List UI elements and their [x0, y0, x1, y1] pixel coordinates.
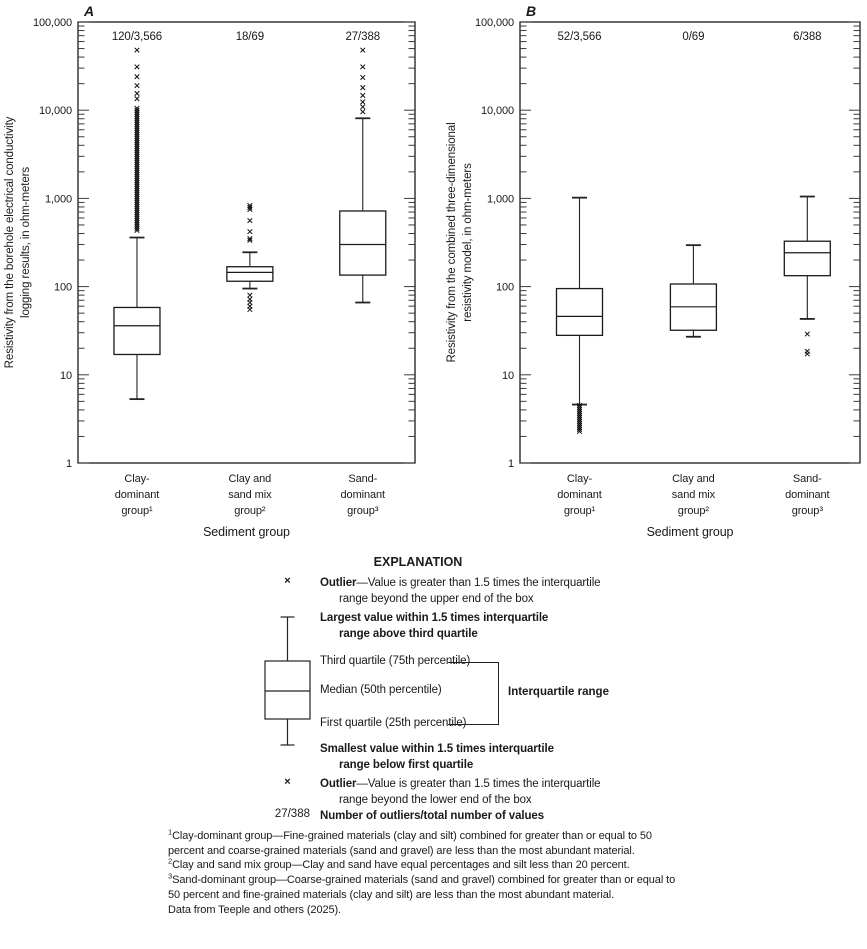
iqr-box [783, 240, 831, 277]
y-tick-label: 100 [54, 282, 72, 294]
group-label: dominant [341, 489, 385, 501]
boxplot-group: 52/3,566 [555, 31, 604, 435]
y-tick-label: 1,000 [45, 193, 72, 205]
footnote-clay-sand-mix: 2Clay and sand mix group—Clay and sand h… [168, 856, 630, 872]
outlier-lower-entry: Outlier—Value is greater than 1.5 times … [320, 778, 601, 806]
group-label: group³ [347, 505, 379, 517]
group-label: Clay and [229, 473, 272, 485]
x-axis-title: Sediment group [647, 525, 734, 539]
y-tick-label: 1 [508, 458, 514, 470]
group-label: group¹ [564, 505, 596, 517]
x-axis-title: Sediment group [203, 525, 290, 539]
outlier-count-label: 6/388 [793, 31, 821, 43]
footnotes-section: 1Clay-dominant group—Fine-grained materi… [168, 827, 683, 917]
panel-letter: A [83, 3, 94, 19]
group-label: Sand- [348, 473, 377, 485]
group-label: Sand- [793, 473, 822, 485]
group-label: group³ [792, 505, 824, 517]
iqr-box [339, 210, 387, 276]
boxplot-group: 27/388 [339, 31, 387, 304]
outlier-term: Outlier [320, 778, 357, 790]
group-label: group² [678, 505, 710, 517]
group-label: sand mix [228, 489, 272, 501]
iqr-box [226, 266, 274, 282]
outlier-marks [247, 202, 253, 313]
median-label: Median (50th percentile) [320, 684, 442, 696]
outlier-count-label: 27/388 [345, 31, 380, 43]
outlier-marks [134, 47, 140, 233]
group-label: Clay- [567, 473, 593, 485]
iqr-label: Interquartile range [508, 686, 609, 698]
y-axis-title: Resistivity from the borehole electrical… [4, 116, 32, 368]
outlier-count-label: 18/69 [236, 31, 264, 43]
y-tick-label: 10 [502, 370, 514, 382]
boxplot-legend-diagram [264, 616, 311, 746]
footnote-clay-dominant: 1Clay-dominant group—Fine-grained materi… [168, 827, 652, 857]
iqr-bracket [448, 662, 499, 725]
iqr-box [113, 306, 161, 356]
outlier-marks [360, 47, 366, 115]
plot-frame [77, 21, 416, 464]
y-tick-label: 1,000 [487, 193, 514, 205]
first-quartile-label: First quartile (25th percentile) [320, 717, 467, 729]
y-tick-label: 10,000 [39, 105, 72, 117]
y-tick-label: 10,000 [481, 105, 514, 117]
footnote-data-source: Data from Teeple and others (2025). [168, 903, 342, 916]
outlier-count-key: 27/388 [274, 808, 310, 820]
outlier-count-label: 120/3,566 [112, 31, 162, 43]
group-label: group¹ [121, 505, 153, 517]
group-label: dominant [557, 489, 601, 501]
panel-b: 1 10 100 1,000 10,000 100,000 B Resistivity fro… [446, 3, 861, 539]
outlier-upper-symbol: × [284, 575, 291, 587]
third-quartile-label: Third quartile (75th percentile) [320, 655, 471, 667]
y-tick-label: 100 [496, 282, 514, 294]
group-label: dominant [785, 489, 829, 501]
group-label: Clay and [672, 473, 715, 485]
y-tick-label: 1 [66, 458, 72, 470]
boxplot-group: 120/3,566 [112, 31, 162, 401]
y-axis-ticks [78, 21, 415, 464]
boxplot-figure: 1 10 100 1,000 10,000 100,000 A Resistivity fro… [4, 3, 861, 539]
y-axis-title: Resistivity from the combined three-dime… [446, 122, 474, 362]
boxplot-group: 6/388 [783, 31, 831, 357]
y-tick-label: 100,000 [33, 17, 72, 29]
footnote-sand-dominant: 3Sand-dominant group—Coarse-grained mate… [168, 871, 676, 901]
outlier-lower-symbol: × [284, 776, 291, 788]
y-axis-ticks [520, 21, 860, 464]
outlier-count-label: 52/3,566 [558, 31, 602, 43]
largest-value-entry: Largest value within 1.5 times interquar… [320, 612, 549, 640]
outlier-term: Outlier [320, 577, 357, 589]
y-tick-label: 100,000 [475, 17, 514, 29]
outlier-count-description: Number of outliers/total number of value… [320, 810, 545, 822]
explanation-title: EXPLANATION [373, 555, 463, 569]
group-label: Clay- [124, 473, 150, 485]
y-tick-label: 10 [60, 370, 72, 382]
outlier-marks [576, 402, 583, 435]
outlier-count-label: 0/69 [682, 31, 704, 43]
panel-letter: B [526, 3, 536, 19]
plot-frame [519, 21, 861, 464]
legend-iqr-box [264, 660, 311, 720]
boxplot-group: 0/69 [669, 31, 718, 338]
group-label: group² [234, 505, 266, 517]
panel-a: 1 10 100 1,000 10,000 100,000 A Resistivity fro… [4, 3, 416, 539]
smallest-value-entry: Smallest value within 1.5 times interqua… [320, 743, 554, 771]
group-label: sand mix [672, 489, 716, 501]
iqr-box [555, 287, 604, 337]
group-label: dominant [115, 489, 159, 501]
outlier-marks [804, 331, 810, 357]
boxplot-group: 18/69 [226, 31, 274, 313]
outlier-upper-entry: Outlier—Value is greater than 1.5 times … [320, 577, 601, 605]
